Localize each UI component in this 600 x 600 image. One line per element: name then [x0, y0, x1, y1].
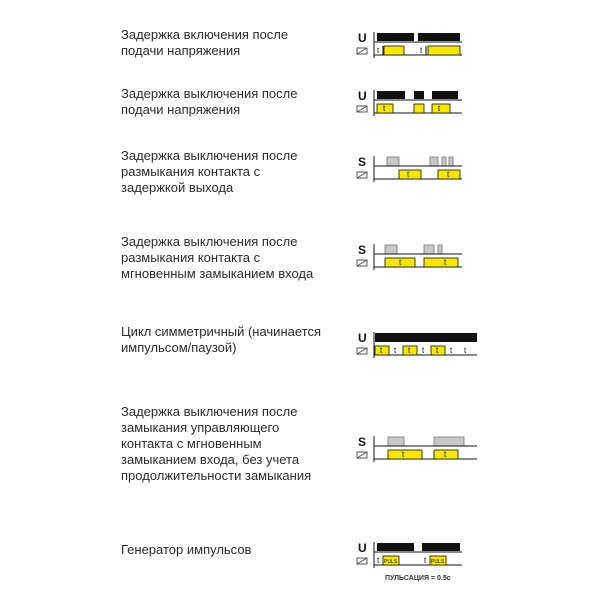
output-pulse: [431, 103, 451, 114]
function-description: Генератор импульсов: [121, 542, 252, 557]
timing-diagram-1: U t t: [356, 31, 462, 58]
function-description: Задержка включения после подачи напряжен…: [121, 27, 289, 58]
t-label: t: [438, 104, 441, 113]
signal-label: S: [358, 435, 366, 449]
function-description: Цикл симметричный (начинается импульсом/…: [121, 324, 322, 355]
relay-coil-icon: [356, 171, 368, 179]
relay-coil-icon: [356, 451, 368, 459]
output-pulse: [427, 45, 461, 56]
t-label: t: [422, 346, 425, 355]
input-pulse: [377, 91, 405, 99]
function-description: Задержка выключения после подачи напряже…: [121, 86, 298, 117]
input-pulse: [418, 33, 460, 41]
output-pulse: [383, 45, 405, 56]
input-pulse: [386, 156, 400, 167]
t-label: t: [450, 346, 453, 355]
t-label: t: [444, 450, 447, 459]
output-pulse: [429, 555, 447, 566]
input-pulse: [375, 333, 477, 342]
relay-coil-icon: [356, 347, 368, 355]
t-label: t: [464, 346, 467, 355]
timing-diagram-7: U t PULS t PULS ПУЛЬСАЦИЯ = 0.5с: [356, 541, 462, 582]
timing-diagram-5: U t t t t t t t: [356, 331, 477, 358]
pulse-label: PULS: [431, 559, 445, 565]
signal-label: U: [358, 89, 367, 103]
relay-coil-icon: [356, 557, 368, 565]
function-description: Задержка выключения после размыкания кон…: [121, 148, 298, 195]
output-pulse: [413, 103, 425, 114]
input-pulse: [414, 91, 424, 99]
output-pulse: [437, 169, 461, 180]
function-description: Задержка выключения после размыкания кон…: [121, 234, 314, 281]
pulse-note: ПУЛЬСАЦИЯ = 0.5с: [385, 575, 451, 582]
input-pulse: [377, 543, 414, 551]
signal-label: U: [358, 541, 367, 555]
output-pulse: [402, 345, 418, 356]
t-label: t: [402, 450, 405, 459]
t-label: t: [377, 556, 380, 565]
signal-label: U: [358, 331, 367, 345]
t-label: t: [444, 258, 447, 267]
timing-diagram-2: U t t: [356, 89, 462, 116]
output-pulse: [376, 103, 394, 114]
input-pulse: [441, 156, 447, 167]
t-label: t: [407, 170, 410, 179]
t-label: t: [424, 556, 427, 565]
input-pulse: [432, 91, 458, 99]
t-label: t: [394, 346, 397, 355]
output-pulse: [430, 345, 446, 356]
t-label: t: [420, 46, 423, 55]
input-pulse: [429, 156, 439, 167]
output-pulse: [433, 449, 459, 460]
input-pulse: [384, 244, 398, 255]
output-pulse: [374, 345, 390, 356]
input-pulse: [377, 33, 414, 41]
pulse-label: PULS: [384, 559, 398, 565]
signal-label: S: [358, 243, 366, 257]
output-pulse: [423, 257, 459, 268]
t-label: t: [408, 346, 411, 355]
relay-coil-icon: [356, 259, 368, 267]
signal-label: S: [358, 155, 366, 169]
input-pulse: [423, 244, 435, 255]
input-pulse: [448, 156, 454, 167]
output-pulse: [384, 257, 416, 268]
input-pulse: [437, 244, 443, 255]
input-pulse: [422, 543, 460, 551]
timing-diagram-6: S t t: [356, 435, 477, 462]
timing-diagram-3: S t t: [356, 155, 462, 182]
signal-label: U: [358, 31, 367, 45]
input-pulse: [387, 436, 405, 447]
t-label: t: [399, 258, 402, 267]
timing-diagram-4: S t t: [356, 243, 462, 270]
output-pulse: [387, 449, 423, 460]
t-label: t: [380, 346, 383, 355]
t-label: t: [377, 46, 380, 55]
relay-coil-icon: [356, 47, 368, 55]
t-label: t: [383, 104, 386, 113]
output-pulse: [398, 169, 422, 180]
output-pulse: [382, 555, 400, 566]
relay-coil-icon: [356, 105, 368, 113]
function-description: Задержка выключения после замыкания упра…: [121, 404, 312, 483]
input-pulse: [433, 436, 465, 447]
t-label: t: [447, 170, 450, 179]
t-label: t: [436, 346, 439, 355]
